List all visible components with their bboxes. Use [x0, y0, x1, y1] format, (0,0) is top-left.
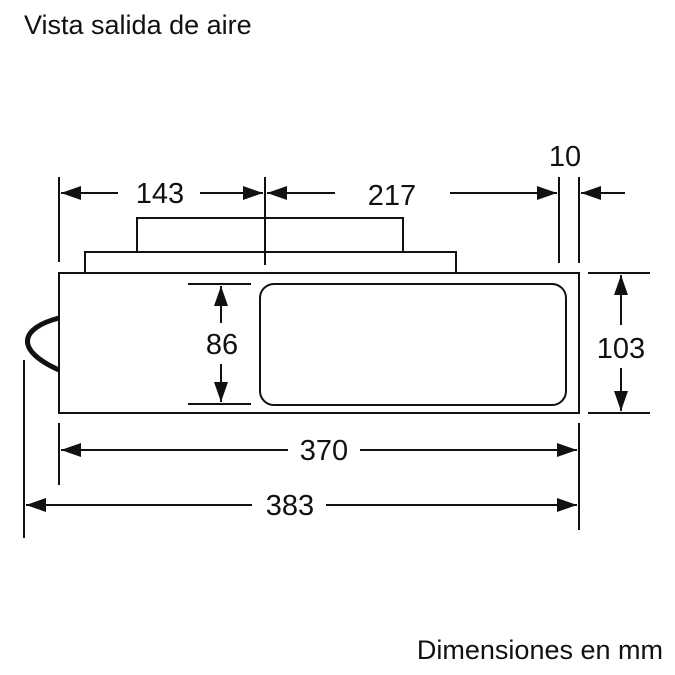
top-step — [136, 217, 404, 252]
diagram-title: Vista salida de aire — [24, 10, 252, 40]
middle-step — [84, 251, 457, 273]
dim-217: 217 — [368, 180, 416, 212]
dim-383: 383 — [266, 490, 314, 522]
dim-143: 143 — [136, 178, 184, 210]
handle-icon — [25, 315, 61, 373]
air-outlet-opening — [259, 283, 567, 406]
dim-103: 103 — [597, 333, 645, 365]
dim-370: 370 — [300, 435, 348, 467]
main-housing — [58, 272, 580, 414]
dim-86: 86 — [206, 329, 238, 361]
dim-10: 10 — [549, 141, 581, 173]
units-note: Dimensiones en mm — [416, 635, 663, 665]
